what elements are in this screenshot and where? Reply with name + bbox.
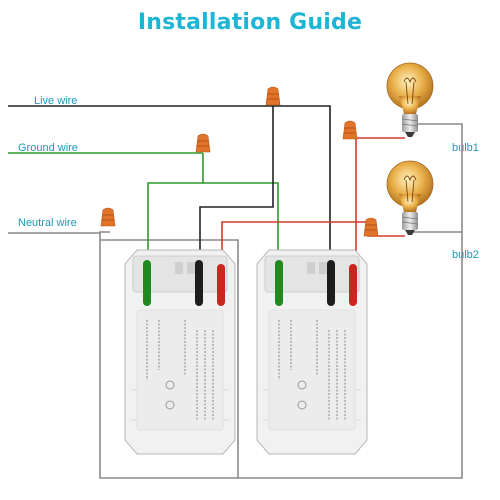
switch-left-icon — [124, 249, 236, 455]
wire-nut-bulb1 — [342, 120, 358, 140]
wire-nut-ground — [195, 133, 211, 153]
wire-nut-neutral — [100, 207, 116, 227]
page-title: Installation Guide — [137, 10, 363, 35]
wire-nut-bulb2 — [363, 217, 379, 237]
neutral-wire — [8, 123, 463, 479]
bulb1-icon — [386, 62, 434, 137]
live-wire-label: Live wire — [34, 95, 78, 107]
neutral-wire-label: Neutral wire — [18, 217, 77, 229]
switch-right-icon — [256, 249, 368, 455]
ground-wire-label: Ground wire — [18, 142, 78, 154]
bulb2-label: bulb2 — [452, 249, 479, 261]
bulb2-icon — [386, 160, 434, 235]
live-wire — [8, 105, 331, 290]
wire-nut-live — [265, 86, 281, 106]
bulb1-label: bulb1 — [452, 142, 479, 154]
